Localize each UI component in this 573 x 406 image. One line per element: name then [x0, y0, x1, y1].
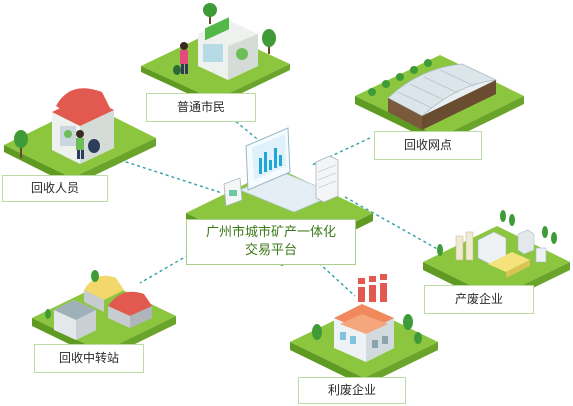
transfer-station-icon — [32, 270, 176, 360]
center-platform-label: 广州市城市矿产一体化 交易平台 — [186, 219, 356, 265]
node-label-transfer-stations: 回收中转站 — [34, 344, 144, 373]
warehouse-icon — [355, 55, 524, 145]
citizen-recycling-store-icon — [141, 3, 290, 106]
connector-utilization — [309, 254, 356, 297]
node-label-collection-points: 回收网点 — [374, 131, 482, 160]
node-label-citizens: 普通市民 — [146, 93, 256, 122]
node-label-collectors: 回收人员 — [2, 175, 108, 202]
connector-waste-enterprises — [344, 196, 449, 256]
connector-collectors — [119, 159, 223, 194]
collector-with-bags-icon — [4, 88, 156, 186]
node-label-waste-enterprises: 产废企业 — [424, 285, 534, 314]
connector-collection-points — [311, 137, 371, 166]
node-label-utilization-enterprises: 利废企业 — [298, 377, 406, 404]
factory-icon — [290, 274, 438, 386]
